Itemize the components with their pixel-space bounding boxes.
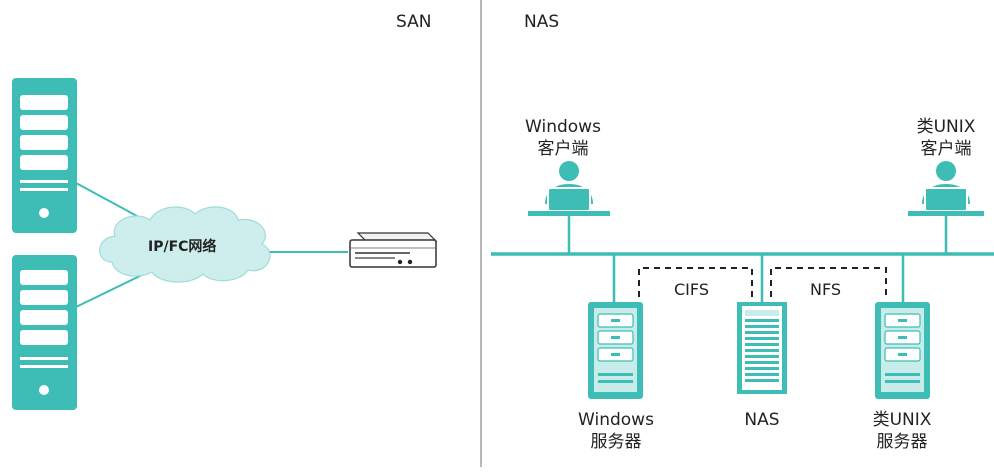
nfs-label: NFS: [810, 280, 841, 299]
unix-client-label: 客户端: [921, 139, 972, 159]
cloud-icon: [99, 206, 271, 283]
nas-device-label: NAS: [744, 410, 779, 430]
nfs-path: [770, 267, 887, 297]
cifs-path: [638, 267, 753, 297]
unix-client-label: 类UNIX: [917, 117, 976, 137]
san-link-server2: [75, 271, 149, 308]
windows-client-label: Windows: [525, 117, 601, 137]
unix-server-label: 服务器: [877, 432, 928, 452]
nas-rack-icon: [737, 302, 787, 394]
windows-client-label: 客户端: [538, 139, 589, 159]
unix-server-label: 类UNIX: [873, 410, 932, 430]
server-icon: [12, 78, 77, 233]
server-icon: [12, 255, 77, 410]
windows-server-label: Windows: [578, 410, 654, 430]
user-workstation-icon: [908, 161, 984, 216]
cifs-label: CIFS: [674, 280, 709, 299]
user-workstation-icon: [528, 161, 610, 216]
windows-server-label: 服务器: [591, 432, 642, 452]
san-title: SAN: [396, 12, 431, 32]
storage-array-icon: [349, 232, 438, 268]
file-server-icon: [875, 302, 930, 399]
network-label: IP/FC网络: [148, 238, 216, 255]
file-server-icon: [588, 302, 643, 399]
nas-title: NAS: [524, 12, 559, 32]
